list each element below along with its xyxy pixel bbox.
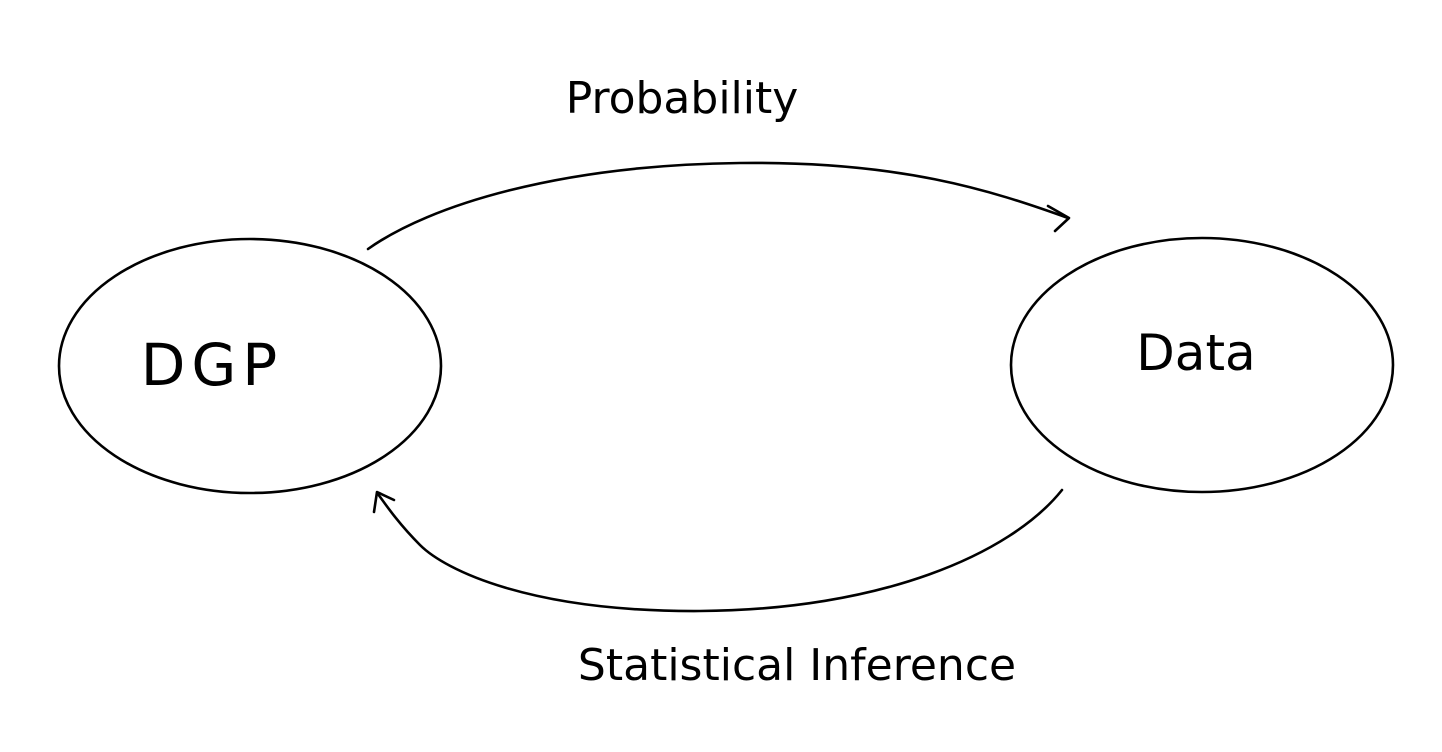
edge-statistical-inference-arrowhead: [372, 490, 396, 514]
edge-statistical-inference: Statistical Inference: [372, 488, 1064, 691]
node-data: Data: [1009, 236, 1395, 494]
edge-statistical-inference-label: Statistical Inference: [578, 640, 1016, 691]
node-dgp: DGP: [57, 237, 443, 495]
edge-probability-arrowhead: [1046, 204, 1071, 233]
edge-statistical-inference-curve: [376, 488, 1064, 613]
edge-probability-label: Probability: [566, 73, 799, 124]
node-dgp-label: DGP: [141, 331, 284, 399]
node-dgp-ellipse: [57, 237, 443, 495]
edge-probability-curve: [366, 161, 1070, 251]
edge-probability: Probability: [366, 73, 1071, 251]
node-data-ellipse: [1009, 236, 1395, 494]
node-data-label: Data: [1136, 324, 1255, 382]
